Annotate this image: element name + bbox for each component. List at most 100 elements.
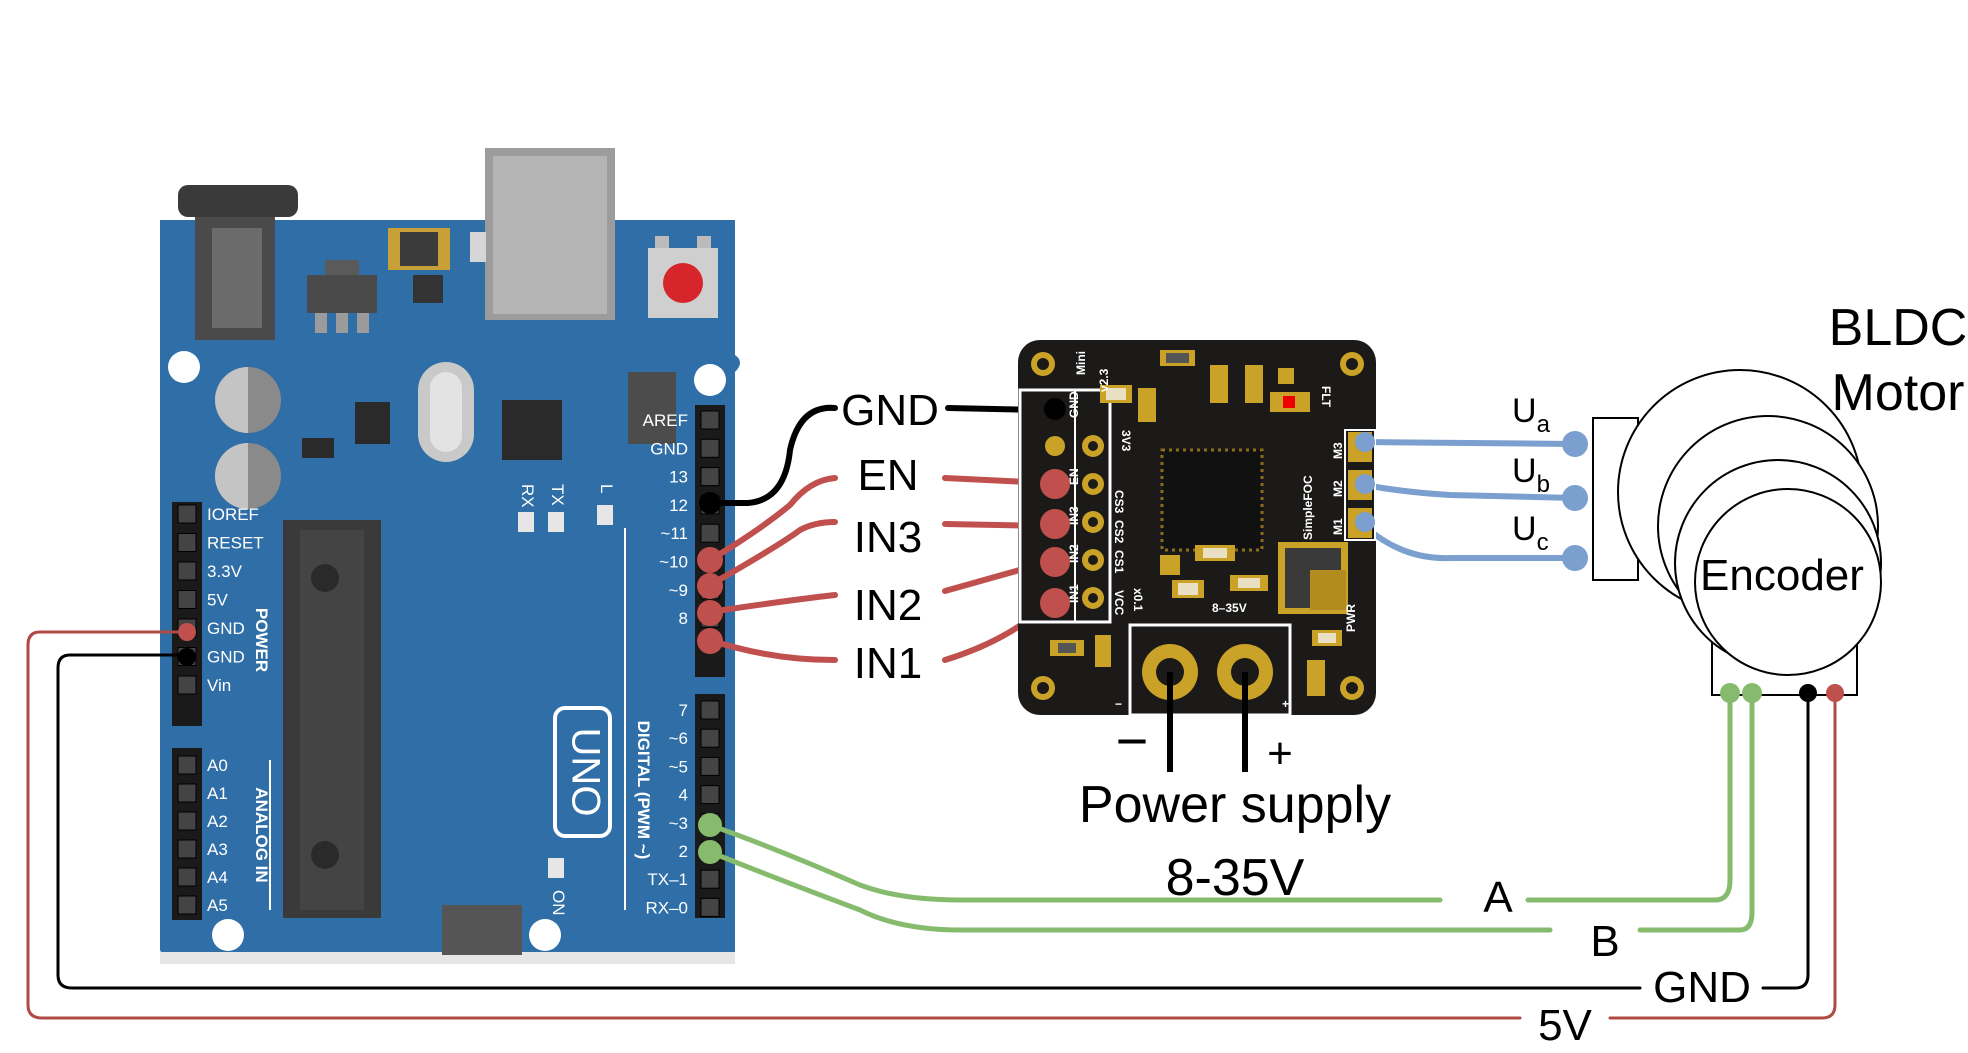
silk-x01: x0.1 [1131, 588, 1145, 612]
digital-header-pin [700, 756, 720, 776]
analog-header-pin [177, 783, 197, 803]
bldc-motor: Encoder [1562, 369, 1882, 703]
arduino-uno-board: UNO RX TX L ON IOREFRESET3.3V5VGNDGNDVin… [160, 148, 740, 964]
encoder-label: Encoder [1700, 551, 1864, 600]
phase-a-subscript: a [1537, 411, 1551, 438]
power-pin-label: GND [207, 619, 245, 638]
silk-cs1: CS1 [1112, 550, 1126, 574]
arduino-pin-dots [178, 492, 723, 864]
wire-encoder-b [707, 849, 1553, 933]
led-rx-label: RX [518, 484, 537, 508]
power-supply-line2: 8-35V [1166, 849, 1305, 907]
wire-label-encoder-a: A [1483, 873, 1513, 922]
svg-text:Uc: Uc [1512, 510, 1549, 556]
digital-header-pin [700, 728, 720, 748]
analog-pin-label: A3 [207, 840, 228, 859]
power-minus-label: − [1116, 709, 1149, 772]
driver-pin-silk-label: IN2 [1067, 544, 1081, 563]
power-supply-line1: Power supply [1079, 776, 1391, 834]
power-jack [178, 185, 298, 340]
wire-label-in1: IN1 [854, 639, 922, 688]
digital-header-pin [700, 700, 720, 720]
digital-pin-label: ~10 [659, 553, 688, 572]
digital-pin-label: GND [650, 439, 688, 458]
digital-pin-label: 8 [679, 609, 688, 628]
analog-pin-label: A5 [207, 896, 228, 915]
wire-label-encoder-b: B [1590, 917, 1619, 966]
analog-pin-label: A2 [207, 812, 228, 831]
power-header-pin [177, 590, 197, 609]
wire-label-in2: IN2 [854, 581, 922, 630]
digital-pin-label: RX–0 [645, 898, 688, 917]
power-pin-label: RESET [207, 534, 264, 553]
driver-pin-silk-label: EN [1067, 468, 1081, 485]
digital-pin-label: ~9 [669, 581, 688, 600]
silk-pwr: PWR [1344, 604, 1358, 632]
power-header-pin [177, 533, 197, 552]
digital-pin-label: 13 [669, 468, 688, 487]
wire-label-encoder-5v: 5V [1538, 1001, 1592, 1050]
digital-pin-label: 12 [669, 496, 688, 515]
wire-encoder-gnd [56, 653, 1642, 990]
wire-phase-a [1357, 439, 1578, 447]
power-supply-labels: − + Power supply 8-35V [1079, 709, 1391, 907]
driver-pin-silk-label: IN3 [1067, 506, 1081, 525]
wire-en [707, 475, 838, 563]
wire-in1 [707, 637, 838, 663]
digital-pin-label: 2 [679, 842, 688, 861]
phase-c-label: U [1512, 510, 1537, 548]
digital-header-pin [700, 467, 720, 487]
reset-button [648, 236, 718, 318]
power-header-pin [177, 561, 197, 581]
silk-cs3: CS3 [1112, 490, 1126, 514]
power-pin-label: GND [207, 648, 245, 667]
power-plus-label: + [1267, 729, 1293, 778]
analog-header-pin [177, 839, 197, 859]
wire-label-gnd: GND [841, 386, 939, 435]
digital-pin-label: AREF [643, 411, 688, 430]
digital-header-title: DIGITAL (PWM ~) [634, 721, 653, 860]
silk-flt: FLT [1319, 386, 1333, 408]
svg-text:Ub: Ub [1512, 452, 1550, 498]
phase-labels: Ua Ub Uc [1512, 392, 1551, 556]
digital-header-pin [700, 869, 720, 889]
wire-label-encoder-gnd: GND [1653, 963, 1751, 1012]
analog-pin-label: A0 [207, 756, 228, 775]
digital-pin-label: ~6 [669, 729, 688, 748]
power-header-pin [177, 504, 197, 524]
led-l-label: L [597, 484, 616, 493]
power-pin-label: Vin [207, 676, 231, 695]
phase-b-subscript: b [1537, 471, 1550, 498]
phase-a-label: U [1512, 392, 1537, 430]
analog-header-pin [177, 867, 197, 887]
driver-pin-silk-label: IN1 [1067, 584, 1081, 603]
analog-header-pin [177, 755, 197, 775]
digital-header-pin [700, 785, 720, 805]
driver-minus-silk: − [1115, 697, 1122, 711]
wire-in3 [707, 519, 838, 588]
motor-title-line2: Motor [1832, 364, 1965, 422]
power-pin-label: 5V [207, 591, 228, 610]
power-header-pin [177, 675, 197, 695]
driver-model-label: Mini [1074, 351, 1088, 375]
silk-m2: M2 [1331, 480, 1345, 497]
simplefoc-driver-board: − + Mini v2.3 SimpleFOC FLT 3V3 CS3 CS2 … [1018, 340, 1376, 717]
driver-pin-silk-label: GND [1067, 391, 1081, 418]
silk-cs2: CS2 [1112, 520, 1126, 544]
led-on-label: ON [549, 890, 568, 916]
digital-header-pin [700, 410, 720, 430]
analog-header-pin [177, 811, 197, 831]
wire-labels: GND EN IN3 IN2 IN1 A B GND 5V [841, 386, 1751, 1050]
silk-vcc: VCC [1112, 590, 1126, 616]
analog-header-title: ANALOG IN [252, 787, 271, 882]
driver-pin-dots [1040, 398, 1375, 618]
svg-text:Ua: Ua [1512, 392, 1551, 438]
digital-header-pin [700, 438, 720, 458]
wire-encoder-5v [26, 630, 1522, 1020]
motor-title-line1: BLDC [1829, 299, 1968, 357]
silk-m1: M1 [1331, 518, 1345, 535]
led-tx-label: TX [548, 484, 567, 506]
power-pin-label: IOREF [207, 505, 259, 524]
digital-header-pin [700, 897, 720, 917]
digital-pin-label: 7 [679, 701, 688, 720]
